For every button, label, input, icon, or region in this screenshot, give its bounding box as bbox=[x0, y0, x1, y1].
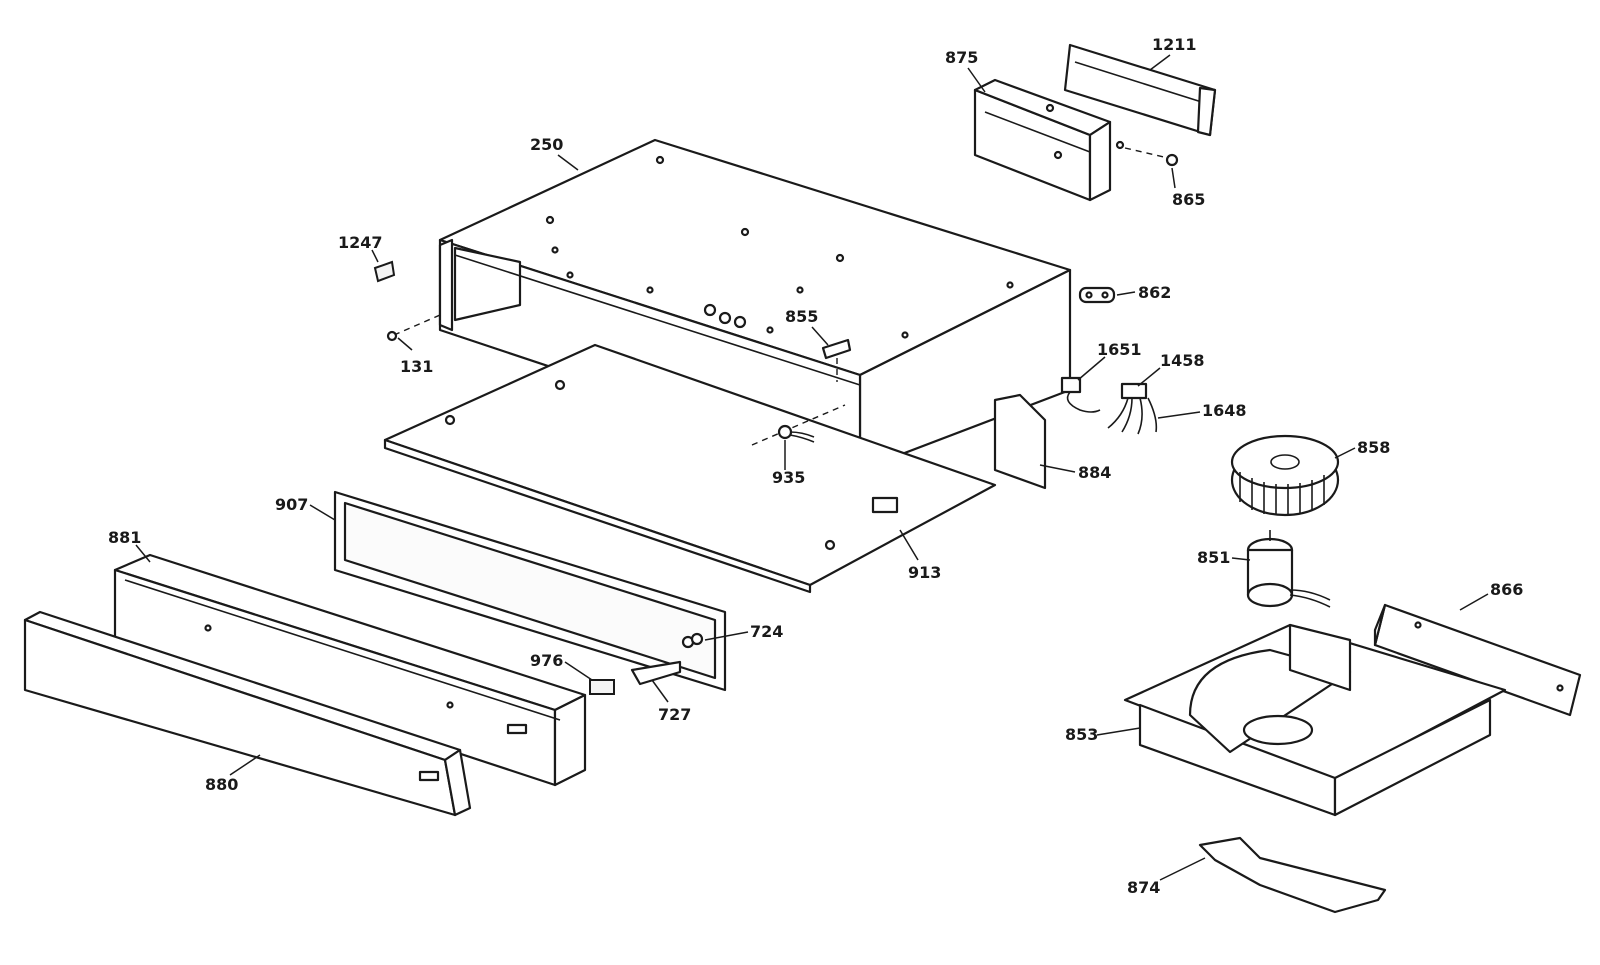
callout-855: 855 bbox=[785, 307, 818, 326]
part-858-blower-wheel bbox=[1230, 434, 1340, 517]
callout-1211: 1211 bbox=[1152, 35, 1197, 54]
part-913-bottom-panel bbox=[383, 343, 997, 594]
callout-1648: 1648 bbox=[1202, 401, 1247, 420]
part-727-bracket bbox=[630, 660, 682, 686]
callout-1247: 1247 bbox=[338, 233, 383, 252]
callout-865: 865 bbox=[1172, 190, 1205, 209]
part-1651-connector bbox=[1060, 376, 1101, 413]
callout-724: 724 bbox=[750, 622, 783, 641]
callout-913: 913 bbox=[908, 563, 941, 582]
part-976-switch bbox=[589, 679, 615, 695]
callout-976: 976 bbox=[530, 651, 563, 670]
part-865-screw bbox=[1165, 153, 1179, 167]
callout-1651: 1651 bbox=[1097, 340, 1142, 359]
part-1211-trim-strip bbox=[1063, 43, 1217, 137]
callout-862: 862 bbox=[1138, 283, 1171, 302]
part-724-indicator bbox=[681, 632, 704, 649]
callout-1458: 1458 bbox=[1160, 351, 1205, 370]
part-1648-wire-harness bbox=[1107, 397, 1158, 435]
part-880-trim-cover bbox=[23, 610, 472, 817]
callout-874: 874 bbox=[1127, 878, 1160, 897]
callouts: 1211 875 865 250 1247 862 855 131 1651 1… bbox=[108, 35, 1523, 897]
screw-865-axis bbox=[1124, 147, 1169, 159]
part-862-strain-relief bbox=[1078, 286, 1116, 304]
callout-858: 858 bbox=[1357, 438, 1390, 457]
callout-875: 875 bbox=[945, 48, 978, 67]
part-131-screw bbox=[386, 330, 398, 342]
callout-907: 907 bbox=[275, 495, 308, 514]
part-884-shield bbox=[993, 393, 1047, 490]
part-881-control-panel bbox=[113, 553, 587, 787]
callout-935: 935 bbox=[772, 468, 805, 487]
callout-727: 727 bbox=[658, 705, 691, 724]
callout-250: 250 bbox=[530, 135, 563, 154]
callout-880: 880 bbox=[205, 775, 238, 794]
part-935-thermostat bbox=[751, 404, 846, 446]
part-874-baffle bbox=[1198, 836, 1387, 914]
callout-881: 881 bbox=[108, 528, 141, 547]
part-855-bracket bbox=[821, 338, 852, 360]
callout-884: 884 bbox=[1078, 463, 1111, 482]
screw-131-axis bbox=[393, 314, 441, 336]
part-866-channel bbox=[1373, 603, 1582, 717]
callout-866: 866 bbox=[1490, 580, 1523, 599]
part-853-blower-housing bbox=[1123, 623, 1507, 817]
part-851-motor bbox=[1246, 530, 1331, 608]
callout-851: 851 bbox=[1197, 548, 1230, 567]
part-875-duct-bracket bbox=[973, 78, 1125, 202]
callout-853: 853 bbox=[1065, 725, 1098, 744]
part-1458-connector bbox=[1120, 382, 1148, 400]
callout-131: 131 bbox=[400, 357, 433, 376]
part-1247-clip bbox=[373, 260, 396, 283]
leader-lines bbox=[135, 54, 1489, 881]
part-907-gasket-frame bbox=[333, 490, 727, 692]
